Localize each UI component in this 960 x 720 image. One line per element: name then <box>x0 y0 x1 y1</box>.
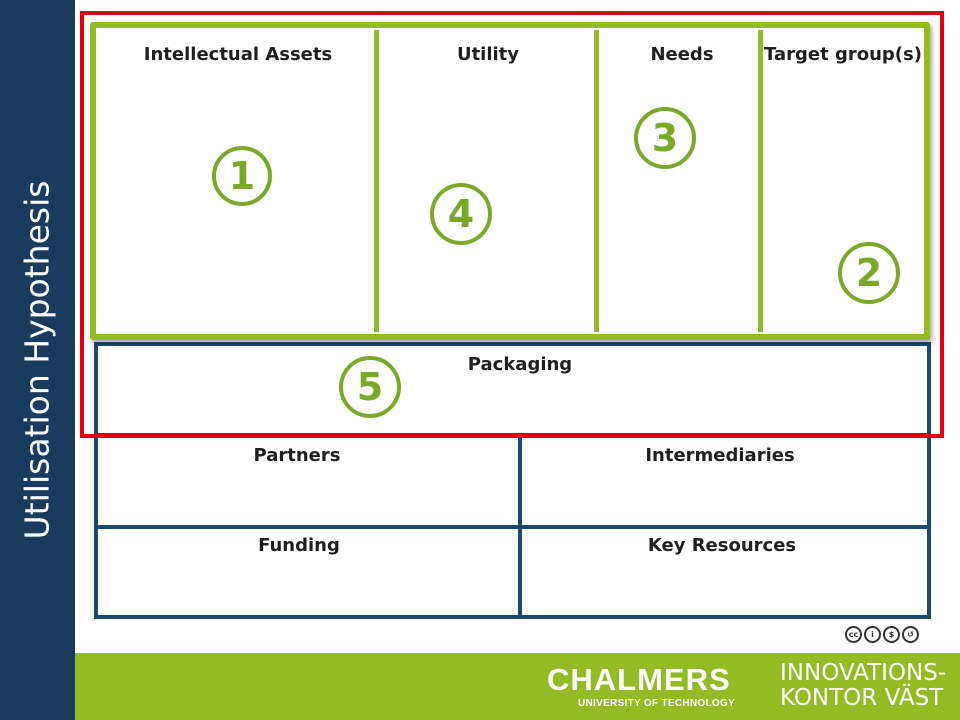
key-resources-label: Key Resources <box>647 535 797 556</box>
intermediaries-label: Intermediaries <box>645 445 795 466</box>
column-divider <box>758 30 763 332</box>
by-icon: i <box>864 626 881 643</box>
step-marker-1: 1 <box>212 146 272 206</box>
footer-bar <box>75 653 960 720</box>
sidebar: Utilisation Hypothesis <box>0 0 75 720</box>
column-label-target-groups: Target group(s) <box>764 44 922 65</box>
column-divider <box>374 30 379 332</box>
column-divider <box>594 30 599 332</box>
chalmers-subtitle: UNIVERSITY OF TECHNOLOGY <box>578 698 736 709</box>
step-marker-2: 2 <box>838 242 900 304</box>
partners-box <box>94 433 522 529</box>
sidebar-title: Utilisation Hypothesis <box>17 180 57 540</box>
innovationskontor-logo: INNOVATIONS- KONTOR VÄST <box>780 661 946 711</box>
column-label-needs: Needs <box>650 44 714 65</box>
column-label-intellectual-assets: Intellectual Assets <box>143 44 333 65</box>
innov-line-2: KONTOR VÄST <box>780 685 944 711</box>
step-marker-5: 5 <box>339 356 401 418</box>
cc-icon: cc <box>845 626 862 643</box>
funding-label: Funding <box>258 535 340 556</box>
sa-icon: ↺ <box>902 626 919 643</box>
step-marker-3: 3 <box>634 107 696 169</box>
key-resources-box <box>518 525 931 619</box>
step-marker-4: 4 <box>430 183 492 245</box>
license-icons: cc i $ ↺ <box>845 626 921 644</box>
packaging-label: Packaging <box>467 354 573 375</box>
chalmers-logo: CHALMERS <box>547 662 731 697</box>
highlight-frame <box>80 11 944 438</box>
innov-line-1: INNOVATIONS- <box>780 660 947 686</box>
partners-label: Partners <box>253 445 341 466</box>
column-label-utility: Utility <box>456 44 520 65</box>
nc-icon: $ <box>883 626 900 643</box>
